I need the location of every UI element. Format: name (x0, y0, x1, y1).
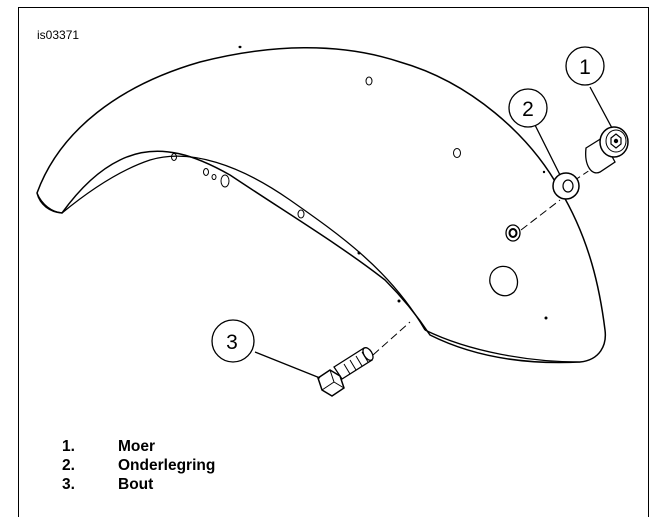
callout-1-number: 1 (579, 56, 591, 79)
callout-3-leader (254, 351, 321, 379)
fender-hole (297, 209, 305, 219)
fender-hole (357, 251, 361, 255)
callout-3: 3 (211, 319, 255, 363)
bolt-head-edge (329, 369, 335, 383)
fender-hole (365, 76, 373, 86)
mounting-hole-inner (508, 228, 518, 238)
callout-1: 1 (565, 46, 605, 86)
fender-lower-lip (424, 329, 581, 363)
bolt-head-edge (321, 381, 335, 391)
legend-item: 3. Bout (62, 475, 215, 494)
legend-item-number: 1. (62, 437, 75, 455)
fender-hole (220, 174, 230, 188)
legend-item-label: Onderlegring (118, 456, 216, 474)
figure-id: is03371 (37, 28, 80, 42)
assembly-line-bolt (372, 321, 411, 356)
nut-body (585, 137, 616, 174)
nut-socket-center (613, 138, 619, 144)
legend-item: 1. Moer (62, 437, 215, 456)
assembly-line-washer (520, 199, 561, 231)
fender-hole (453, 148, 461, 158)
fender-end-flange (36, 192, 63, 214)
fender-boss (489, 265, 519, 297)
legend-item: 2. Onderlegring (62, 456, 215, 475)
bolt-tip (362, 347, 374, 361)
legend-item-number: 2. (62, 456, 75, 474)
callout-2: 2 (508, 88, 548, 128)
legend-item-number: 3. (62, 475, 75, 493)
washer-hole (562, 179, 574, 193)
fender-hole (211, 174, 217, 180)
callout-3-number: 3 (226, 331, 238, 354)
assembly-line-nut (574, 169, 591, 181)
callout-1-leader (589, 86, 613, 129)
legend-item-label: Moer (118, 437, 156, 455)
fender-inner-edge (61, 155, 426, 331)
fender-hole (171, 153, 177, 161)
callout-2-leader (534, 124, 561, 176)
bolt-threads (343, 351, 369, 375)
parts-legend: 1. Moer 2. Onderlegring 3. Bout (62, 437, 215, 494)
fender-hole (203, 168, 209, 176)
fender-hole (544, 316, 548, 320)
legend-item-label: Bout (118, 475, 154, 493)
bolt-head-edge (333, 381, 345, 389)
callout-2-number: 2 (522, 98, 534, 121)
fender-hole (238, 45, 242, 49)
fender-hole (542, 170, 546, 174)
fender-hole (397, 299, 401, 303)
figure-frame (18, 7, 649, 517)
